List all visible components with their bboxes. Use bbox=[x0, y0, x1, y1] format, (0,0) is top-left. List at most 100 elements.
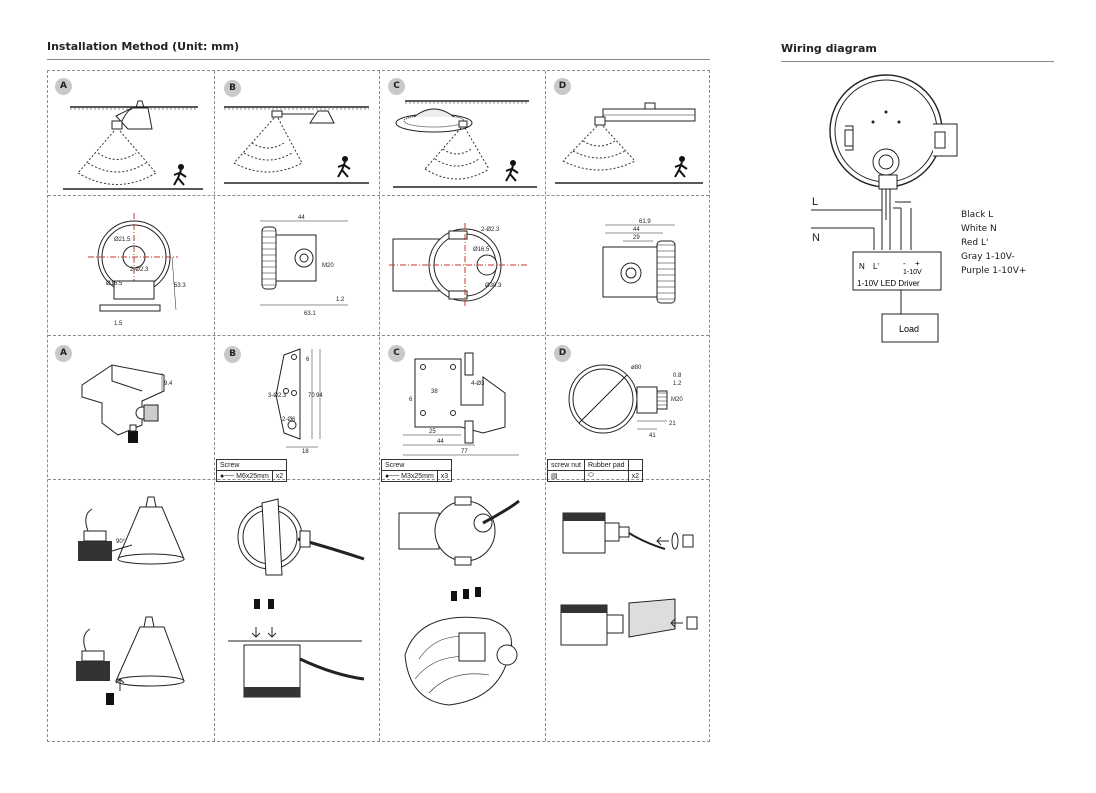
dim-label: 44 bbox=[437, 439, 444, 445]
bracket-view-b-drawing: 6 3-Ø2.3 70 94 2-Ø6 18 bbox=[268, 348, 323, 455]
wiring-title-rule bbox=[781, 61, 1054, 62]
dimension-view-c: 2-Ø2.3 Ø16.5 Ø30.3 bbox=[379, 195, 545, 335]
legend-item: Black L bbox=[961, 210, 994, 220]
grid-col-divider bbox=[214, 71, 215, 741]
dimension-view-d: 61.9 44 29 bbox=[545, 195, 711, 335]
dim-label: 9.4 bbox=[164, 381, 173, 387]
dim-label: 77 bbox=[461, 449, 468, 455]
dim-label: Ø30.3 bbox=[485, 283, 502, 289]
mount-scene-b-drawing bbox=[224, 106, 369, 184]
screw-qty: x2 bbox=[271, 470, 288, 482]
installation-grid: A B bbox=[47, 70, 710, 742]
driver-minus-label: - bbox=[903, 259, 906, 268]
driver-plus-label: + bbox=[915, 259, 920, 268]
grid-col-divider bbox=[379, 71, 380, 741]
parts-qty: x2 bbox=[627, 470, 643, 482]
wire-color-legend: Black L White N Red L' Gray 1-10V- Purpl… bbox=[961, 208, 1026, 278]
wire-n-label: N bbox=[812, 232, 820, 244]
dim-label: 1.2 bbox=[336, 297, 345, 303]
dim-label: 61.9 bbox=[639, 219, 651, 225]
install-step-d-drawing bbox=[560, 512, 698, 646]
mount-scene-b: B bbox=[214, 71, 379, 195]
rubber-pad-icon: ⬭ bbox=[583, 470, 629, 482]
bracket-view-d: D ø80 0.8 1.2 M20 21 41 screw nut Rubber… bbox=[545, 335, 711, 482]
grid-col-divider bbox=[545, 71, 546, 741]
dim-label: 44 bbox=[298, 215, 305, 221]
dim-label: 21 bbox=[669, 421, 676, 427]
dim-label: 2-Ø6 bbox=[282, 417, 296, 423]
driver-n-label: N bbox=[859, 262, 865, 271]
driver-title: 1-10V LED Driver bbox=[857, 279, 920, 288]
mount-scene-d: D bbox=[545, 71, 711, 195]
rubber-pad-label: Rubber pad bbox=[583, 459, 629, 471]
load-label: Load bbox=[899, 324, 919, 334]
dim-label: 25 bbox=[429, 429, 436, 435]
legend-item: Purple 1-10V+ bbox=[961, 266, 1027, 276]
dim-label: 53.3 bbox=[174, 283, 186, 289]
dimension-view-c-drawing: 2-Ø2.3 Ø16.5 Ø30.3 bbox=[389, 223, 529, 307]
dim-label: 2-Ø2.3 bbox=[130, 267, 149, 273]
legend-item: Red L' bbox=[961, 238, 989, 248]
bracket-view-a-drawing: 9.4 bbox=[81, 364, 173, 443]
bracket-view-d-drawing: ø80 0.8 1.2 M20 21 41 bbox=[568, 364, 683, 439]
badge-b: B bbox=[224, 80, 241, 97]
dim-label: 2-Ø2.3 bbox=[481, 227, 500, 233]
screw-spec-table-c: Screw ●── M3x25mm x3 bbox=[380, 459, 453, 482]
badge-b-bracket: B bbox=[224, 346, 241, 363]
dim-label: 70 bbox=[308, 393, 315, 399]
wire-l-label: L bbox=[812, 196, 819, 208]
screw-nut-icon: ▤ bbox=[547, 470, 585, 482]
badge-a-bracket: A bbox=[55, 345, 72, 362]
mount-scene-a-drawing bbox=[63, 100, 203, 190]
install-step-a: 90° bbox=[48, 479, 214, 741]
screw-icon: ●── bbox=[220, 472, 235, 480]
wiring-diagram: N L' - + 1-10V 1-10V LED Driver Load bbox=[811, 74, 958, 343]
mount-scene-c: C bbox=[379, 71, 545, 195]
badge-a: A bbox=[55, 78, 72, 95]
screw-icon: ●── bbox=[385, 472, 400, 480]
mount-scene-d-drawing bbox=[555, 102, 703, 184]
dimension-view-a-drawing: Ø21.5 2-Ø2.3 Ø16.5 53.3 1.5 bbox=[88, 213, 186, 327]
bracket-view-a: A 9.4 bbox=[48, 335, 214, 479]
dim-label: 1.5 bbox=[114, 321, 123, 327]
grid-row-divider bbox=[48, 335, 709, 336]
screw-nut-label: screw nut bbox=[547, 459, 585, 471]
driver-range-label: 1-10V bbox=[903, 269, 922, 276]
wiring-title: Wiring diagram bbox=[781, 42, 877, 55]
driver-lp-label: L' bbox=[873, 262, 879, 271]
install-step-c-drawing bbox=[398, 496, 520, 706]
screw-label: Screw bbox=[380, 459, 453, 471]
dim-label: 4-Ø3 bbox=[471, 381, 485, 387]
badge-d-bracket: D bbox=[554, 345, 571, 362]
dim-label: 63.1 bbox=[304, 311, 316, 317]
dim-label: 38 bbox=[431, 389, 438, 395]
dim-label: 29 bbox=[633, 235, 640, 241]
screw-spec: ●── M3x25mm bbox=[381, 470, 438, 482]
dim-label: ø80 bbox=[631, 365, 642, 371]
badge-d: D bbox=[554, 78, 571, 95]
dim-label: M20 bbox=[322, 263, 334, 269]
bracket-view-c: C 38 4-Ø3 6 25 44 77 Screw ●── M3x25mm x… bbox=[379, 335, 545, 482]
dim-label: Ø16.5 bbox=[473, 247, 490, 253]
dimension-view-a: Ø21.5 2-Ø2.3 Ø16.5 53.3 1.5 bbox=[48, 195, 214, 335]
installation-title-rule bbox=[47, 59, 710, 60]
dimension-view-b: 44 M20 1.2 63.1 bbox=[214, 195, 379, 335]
screw-label: Screw bbox=[215, 459, 288, 471]
installation-title: Installation Method (Unit: mm) bbox=[47, 40, 240, 53]
screw-spec: ●── M6x25mm bbox=[216, 470, 273, 482]
dim-label: 18 bbox=[302, 449, 309, 455]
bracket-view-c-drawing: 38 4-Ø3 6 25 44 77 bbox=[403, 352, 519, 456]
legend-item: White N bbox=[961, 224, 997, 234]
dim-label: 1.2 bbox=[673, 381, 682, 387]
dim-label: 3-Ø2.3 bbox=[268, 393, 287, 399]
screw-qty: x3 bbox=[436, 470, 453, 482]
badge-c: C bbox=[388, 78, 405, 95]
dim-label: Ø16.5 bbox=[106, 281, 123, 287]
bracket-view-b: B 6 3-Ø2.3 70 94 2-Ø6 18 Screw ●── M6x25… bbox=[214, 335, 379, 482]
badge-c-bracket: C bbox=[388, 345, 405, 362]
install-step-b bbox=[214, 479, 379, 741]
dim-label: Ø21.5 bbox=[114, 237, 131, 243]
dim-label: 44 bbox=[633, 227, 640, 233]
dimension-view-b-drawing: 44 M20 1.2 63.1 bbox=[260, 215, 348, 317]
install-step-a-drawing: 90° bbox=[76, 496, 185, 705]
